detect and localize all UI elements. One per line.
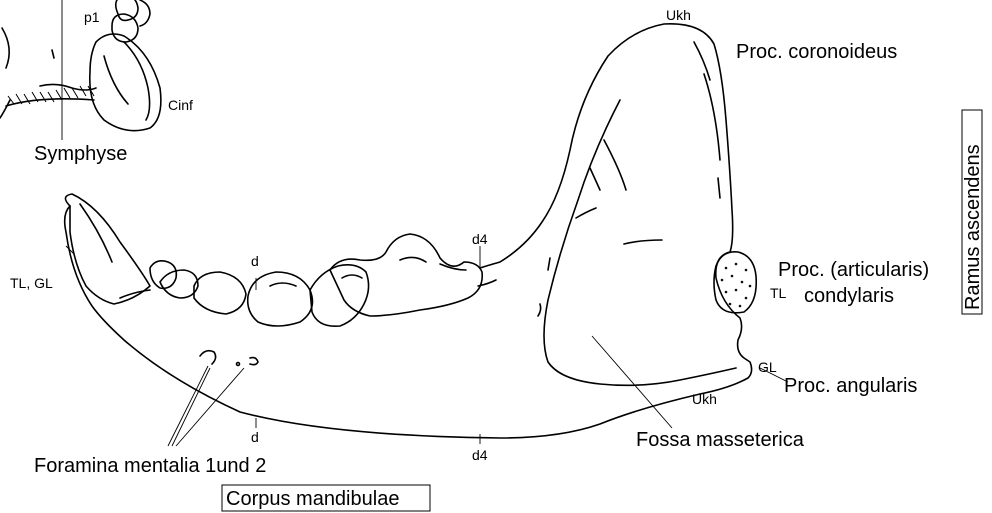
mandible-outline [65, 24, 752, 438]
mandible-body [65, 24, 757, 438]
label-ramus-ascendens: Ramus ascendens [962, 144, 984, 310]
label-proc-angularis: Proc. angularis [784, 375, 917, 397]
label-proc-articularis: Proc. (articularis) [778, 259, 929, 281]
label-fossa-masseterica: Fossa masseterica [636, 429, 805, 451]
corpus-mandibulae-box: Corpus mandibulae [222, 485, 430, 511]
label-condylaris: condylaris [804, 285, 894, 307]
label-tl-condyle: TL [770, 285, 787, 301]
symphysis-inset [0, 0, 161, 140]
label-proc-coronoideus: Proc. coronoideus [736, 41, 897, 63]
label-d4-lower: d4 [472, 447, 488, 463]
label-p1: p1 [84, 9, 100, 25]
label-d-lower: d [251, 429, 259, 445]
label-cinf: Cinf [168, 97, 193, 113]
label-tl-gl: TL, GL [10, 275, 53, 291]
teeth-row [65, 194, 496, 326]
foramina-marks [200, 351, 258, 366]
label-symphyse: Symphyse [34, 143, 127, 165]
label-corpus-mandibulae: Corpus mandibulae [226, 488, 399, 510]
leader-lines [66, 246, 788, 446]
fossa-contour [544, 100, 736, 385]
label-d4-upper: d4 [472, 231, 488, 247]
label-gl-angle: GL [758, 359, 777, 375]
label-ukh-bottom: Ukh [692, 391, 717, 407]
ramus-ascendens-box: Ramus ascendens [962, 110, 984, 314]
label-foramina-mentalia: Foramina mentalia 1und 2 [34, 455, 266, 477]
label-d-upper: d [251, 253, 259, 269]
labels: p1 Cinf Symphyse Ukh Proc. coronoideus R… [10, 7, 984, 511]
label-ukh-top: Ukh [666, 7, 691, 23]
condyle [714, 252, 756, 313]
